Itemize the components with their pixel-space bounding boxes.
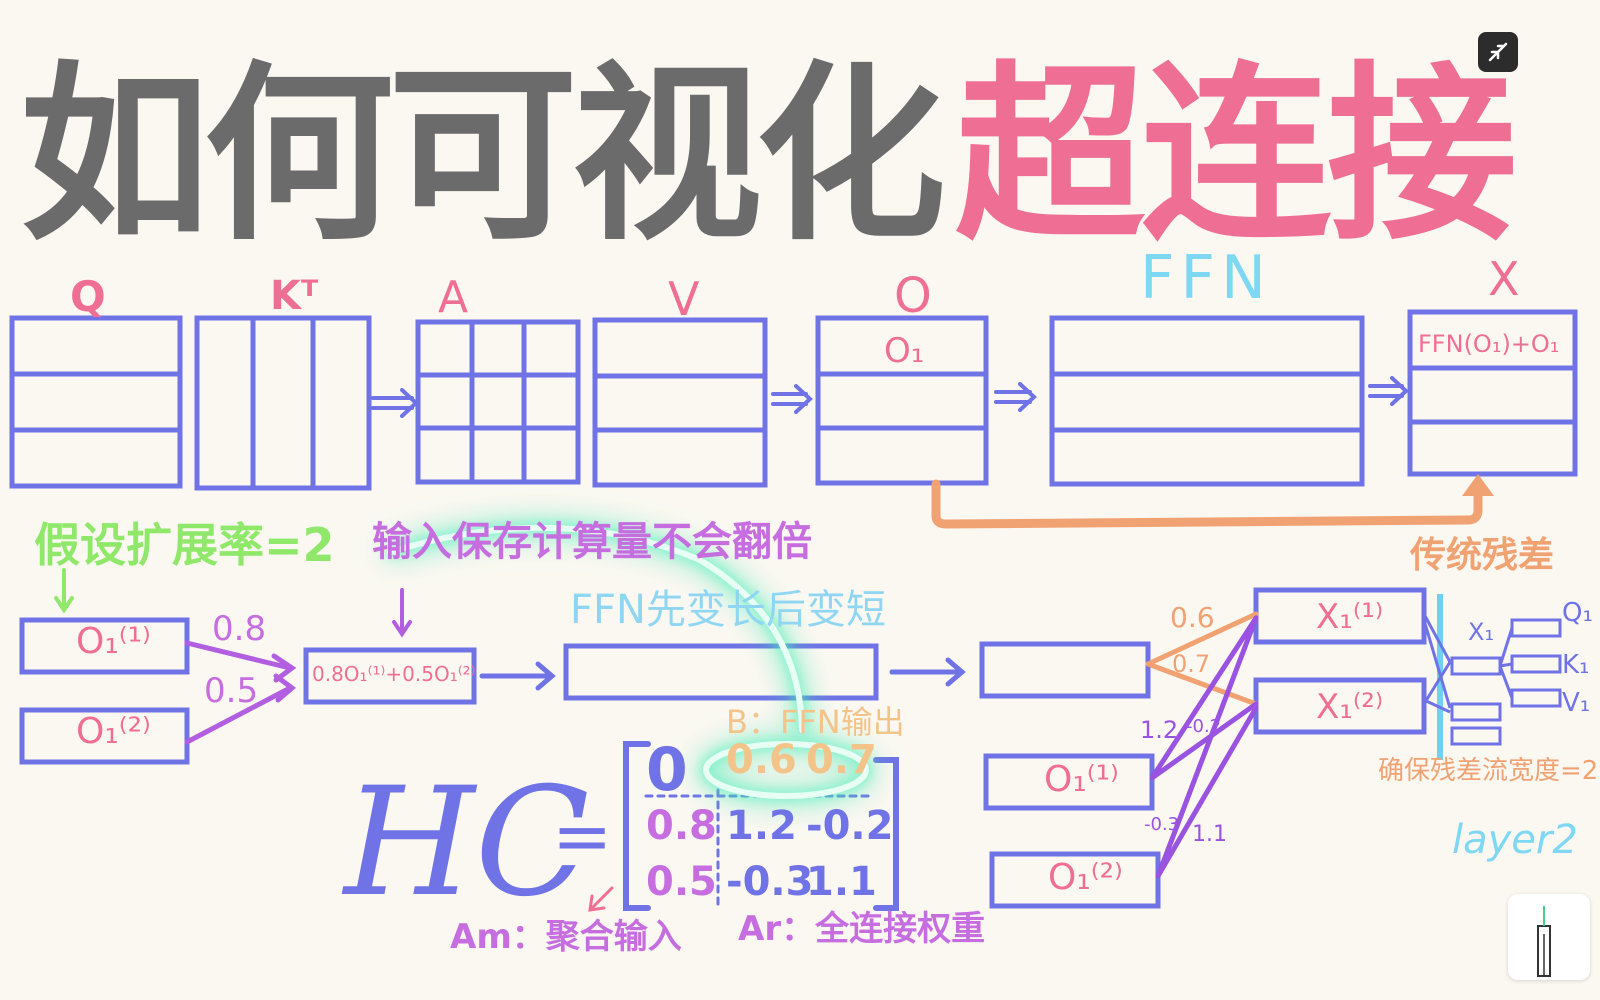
note-ffn-output: B：FFN输出 xyxy=(726,703,905,741)
hc-cell: 0.7 xyxy=(806,737,877,783)
weight-m02: -0.2 xyxy=(1186,716,1222,737)
hc-cell: 0.6 xyxy=(726,737,797,783)
arrow-o-to-ffn xyxy=(994,382,1037,412)
label-q: Q xyxy=(70,272,106,321)
label-x: X xyxy=(1488,252,1520,306)
note-ffn: FFN先变长后变短 xyxy=(570,587,886,633)
weight-06: 0.6 xyxy=(1170,601,1215,634)
mini-v1: V₁ xyxy=(1562,688,1591,718)
orange-weights xyxy=(1145,611,1259,707)
label-a: A xyxy=(438,272,469,323)
combined-input: 0.8O₁⁽¹⁾+0.5O₁⁽²⁾ xyxy=(312,662,476,686)
arrow-v-to-o xyxy=(771,384,813,414)
collapse-arrows-icon xyxy=(1488,42,1508,62)
label-ffn: FFN xyxy=(1140,243,1272,313)
am-arrow xyxy=(588,886,614,912)
mini-q1: Q₁ xyxy=(1562,598,1593,628)
weight-bottom: 0.5 xyxy=(204,671,259,711)
hc-cell: 1.1 xyxy=(806,859,877,905)
collapse-button[interactable] xyxy=(1478,32,1518,72)
matrix-x xyxy=(1407,309,1578,477)
purple-arrow xyxy=(392,588,412,638)
left-o1-1: O₁⁽¹⁾ xyxy=(76,621,151,662)
cell-o1: O₁ xyxy=(884,331,925,371)
hc-cell: -0.3 xyxy=(726,859,814,905)
matrix-q xyxy=(9,315,183,489)
flow-arrows xyxy=(479,657,966,691)
weight-07: 0.7 xyxy=(1172,650,1211,678)
arrow-kt-to-a xyxy=(371,388,419,418)
green-arrow xyxy=(54,568,74,614)
residual-connection xyxy=(931,479,1483,529)
label-v: V xyxy=(668,272,700,326)
note-expansion-rate: 假设扩展率=2 xyxy=(34,518,335,572)
hc-cell: -0.2 xyxy=(806,803,894,849)
mini-k1: K₁ xyxy=(1562,650,1590,680)
title-main: 如何可视化 xyxy=(20,43,946,266)
device-thumbnail-icon xyxy=(1537,906,1551,977)
matrix-a xyxy=(415,319,581,485)
right-x1-2: X₁⁽²⁾ xyxy=(1316,687,1384,727)
weight-11: 1.1 xyxy=(1192,822,1227,847)
label-o: O xyxy=(894,268,932,324)
weight-top: 0.8 xyxy=(212,609,267,649)
weight-m03: -0.3 xyxy=(1144,814,1180,835)
hc-cell: 0.5 xyxy=(646,859,717,905)
note-input: 输入保存计算量不会翻倍 xyxy=(372,519,812,565)
note-layer2: layer2 xyxy=(1452,817,1578,863)
matrix-o xyxy=(815,315,989,486)
note-ar: Ar：全连接权重 xyxy=(738,909,986,949)
weight-12: 1.2 xyxy=(1140,716,1179,744)
note-traditional-residual: 传统残差 xyxy=(1410,535,1555,576)
note-width: 确保残差流宽度=2 xyxy=(1378,756,1599,786)
arrow-ffn-to-x xyxy=(1368,376,1409,406)
label-kt: Kᵀ xyxy=(270,273,319,319)
matrix-kt xyxy=(194,315,372,491)
title-highlight: 超连接 xyxy=(955,43,1517,266)
right-o1-1: O₁⁽¹⁾ xyxy=(1044,759,1119,800)
note-am: Am：聚合输入 xyxy=(450,917,682,957)
hc-lhs: HC xyxy=(344,756,590,930)
glow-curve xyxy=(387,524,869,799)
thumbnail-preview[interactable] xyxy=(1508,894,1590,980)
purple-weights xyxy=(1149,615,1259,879)
hc-cell: 0.8 xyxy=(646,803,717,849)
hc-cell: 0 xyxy=(646,735,688,805)
matrix-ffn xyxy=(1049,315,1365,487)
mini-residual xyxy=(1422,594,1562,760)
weighted-arrows-left xyxy=(184,640,297,745)
residual-arrow-head xyxy=(1462,474,1494,496)
hc-cell: 1.2 xyxy=(726,803,797,849)
mini-x1: X₁ xyxy=(1468,618,1495,646)
matrix-v xyxy=(592,317,768,488)
right-o1-2: O₁⁽²⁾ xyxy=(1048,857,1123,898)
left-o1-2: O₁⁽²⁾ xyxy=(76,711,151,752)
cell-x-row: FFN(O₁)+O₁ xyxy=(1418,330,1560,358)
right-x1-1: X₁⁽¹⁾ xyxy=(1316,597,1384,637)
hc-eq: = xyxy=(552,794,613,878)
